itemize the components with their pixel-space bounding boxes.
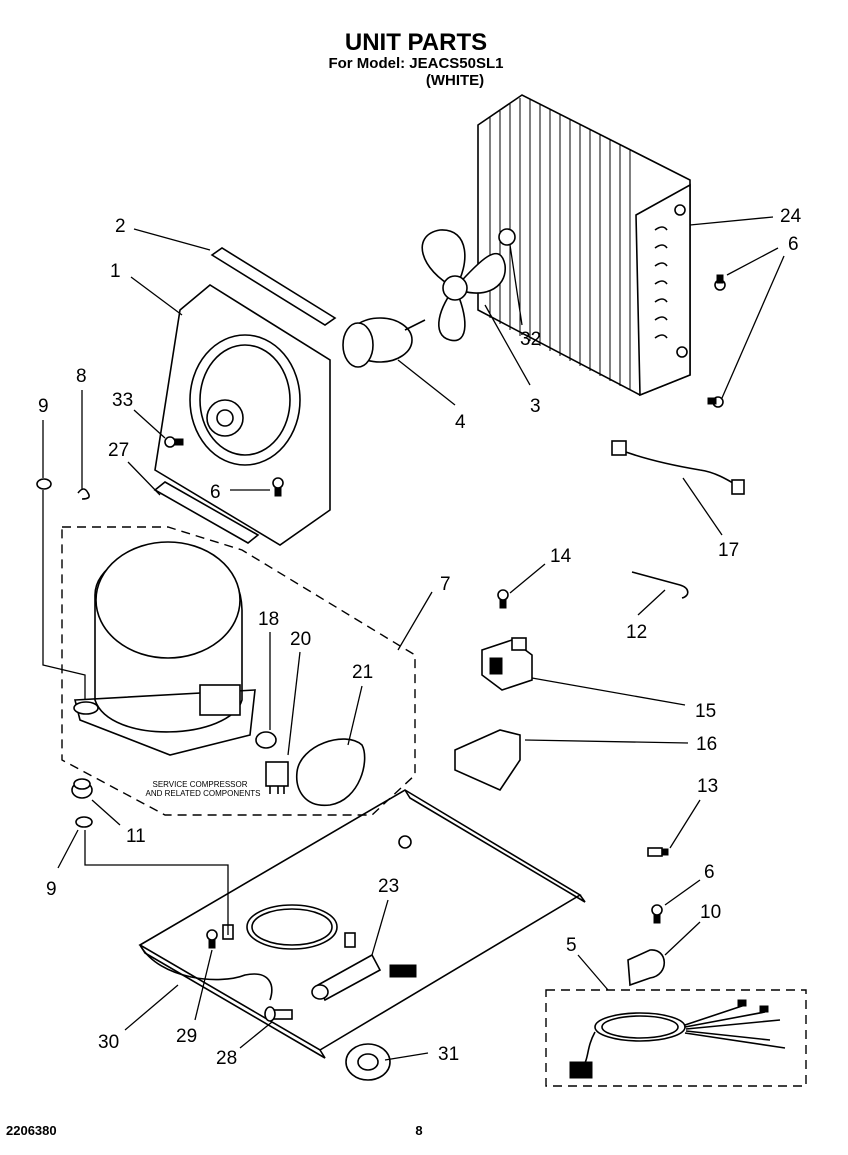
- callout-9-lower: 9: [46, 879, 57, 900]
- callout-31: 31: [438, 1044, 459, 1065]
- wire-harness: [614, 447, 739, 487]
- drain-tube: [631, 571, 689, 599]
- screw-6-lower: [707, 396, 724, 408]
- fan-motor: [342, 317, 426, 368]
- callout-16: 16: [696, 734, 717, 755]
- condenser-fins: [489, 98, 631, 390]
- harness-terminal: [731, 479, 745, 495]
- washer-9-lower: [75, 816, 93, 828]
- callout-1: 1: [110, 261, 121, 282]
- fan-blade: [421, 229, 506, 342]
- page-title: UNIT PARTS: [345, 29, 487, 56]
- callout-18: 18: [258, 609, 279, 630]
- blade-washer: [498, 228, 516, 246]
- compressor: [73, 541, 256, 756]
- callout-32: 32: [520, 329, 541, 350]
- callout-12: 12: [626, 622, 647, 643]
- callout-4: 4: [455, 412, 466, 433]
- callout-20: 20: [290, 629, 311, 650]
- compressor-relay: [265, 761, 289, 794]
- callout-11: 11: [126, 826, 146, 847]
- callout-10: 10: [700, 902, 721, 923]
- color-line: (WHITE): [426, 72, 484, 89]
- screw-14: [497, 589, 509, 609]
- shroud-gasket: [210, 247, 337, 326]
- document-number: 2206380: [6, 1123, 57, 1138]
- capacitor: [311, 953, 382, 1002]
- bracket: [153, 481, 260, 544]
- grommet-11: [71, 778, 93, 799]
- power-cord: [569, 999, 786, 1079]
- callout-8: 8: [76, 366, 87, 387]
- solenoid: [481, 637, 533, 691]
- header: UNIT PARTS For Model: JEACS50SL1 (WHITE): [328, 29, 503, 89]
- callout-33: 33: [112, 390, 133, 411]
- screw-6-upper: [714, 274, 726, 291]
- screw-13: [647, 847, 669, 857]
- callout-28: 28: [216, 1048, 237, 1069]
- bolt-28: [264, 1006, 293, 1022]
- callout-30: 30: [98, 1032, 119, 1053]
- callout-3: 3: [530, 396, 541, 417]
- washer-9-upper: [36, 478, 52, 490]
- callout-6-coil: 6: [788, 234, 799, 255]
- callout-14: 14: [550, 546, 572, 567]
- terminal-cover: [296, 738, 366, 806]
- footer: 2206380 8: [6, 1123, 423, 1138]
- callout-23: 23: [378, 876, 399, 897]
- callout-numbers: 2 1 24 6 32 3 4 8 9 33 27 6 17 7 14 18 2…: [38, 206, 802, 1069]
- screw-29: [206, 929, 218, 949]
- callout-21: 21: [352, 662, 373, 683]
- page-number: 8: [415, 1123, 422, 1138]
- mounting-bracket: [454, 729, 521, 792]
- leader-lines: [42, 216, 785, 1061]
- callout-2: 2: [115, 216, 126, 237]
- compressor-note-line1: SERVICE COMPRESSOR: [153, 780, 248, 789]
- base-drain-channel: [139, 944, 273, 1001]
- clip-8: [77, 488, 90, 500]
- coil-tube-slots: [654, 226, 668, 339]
- screw-6-shroud: [272, 477, 284, 497]
- caster-wheel: [345, 1043, 391, 1081]
- callout-29: 29: [176, 1026, 197, 1047]
- base-pan: [138, 789, 586, 1059]
- model-line: For Model: JEACS50SL1: [328, 55, 503, 72]
- callout-9-upper: 9: [38, 396, 49, 417]
- overload-protector: [255, 731, 277, 749]
- cord-clamp: [627, 949, 665, 987]
- callout-5: 5: [566, 935, 577, 956]
- callout-7: 7: [440, 574, 451, 595]
- callout-15: 15: [695, 701, 716, 722]
- fan-shroud: [154, 284, 331, 546]
- callout-13: 13: [697, 776, 718, 797]
- power-cord-group-outline: [545, 989, 807, 1087]
- screw-6-clamp: [651, 904, 663, 924]
- callout-17: 17: [718, 540, 739, 561]
- compressor-note-line2: AND RELATED COMPONENTS: [146, 789, 261, 798]
- callout-24: 24: [780, 206, 802, 227]
- callout-6-shroud: 6: [210, 482, 221, 503]
- screw-33: [164, 436, 184, 448]
- condenser-coil: [477, 94, 691, 397]
- callout-6-clamp: 6: [704, 862, 715, 883]
- callout-27: 27: [108, 440, 129, 461]
- harness-connector: [611, 440, 627, 456]
